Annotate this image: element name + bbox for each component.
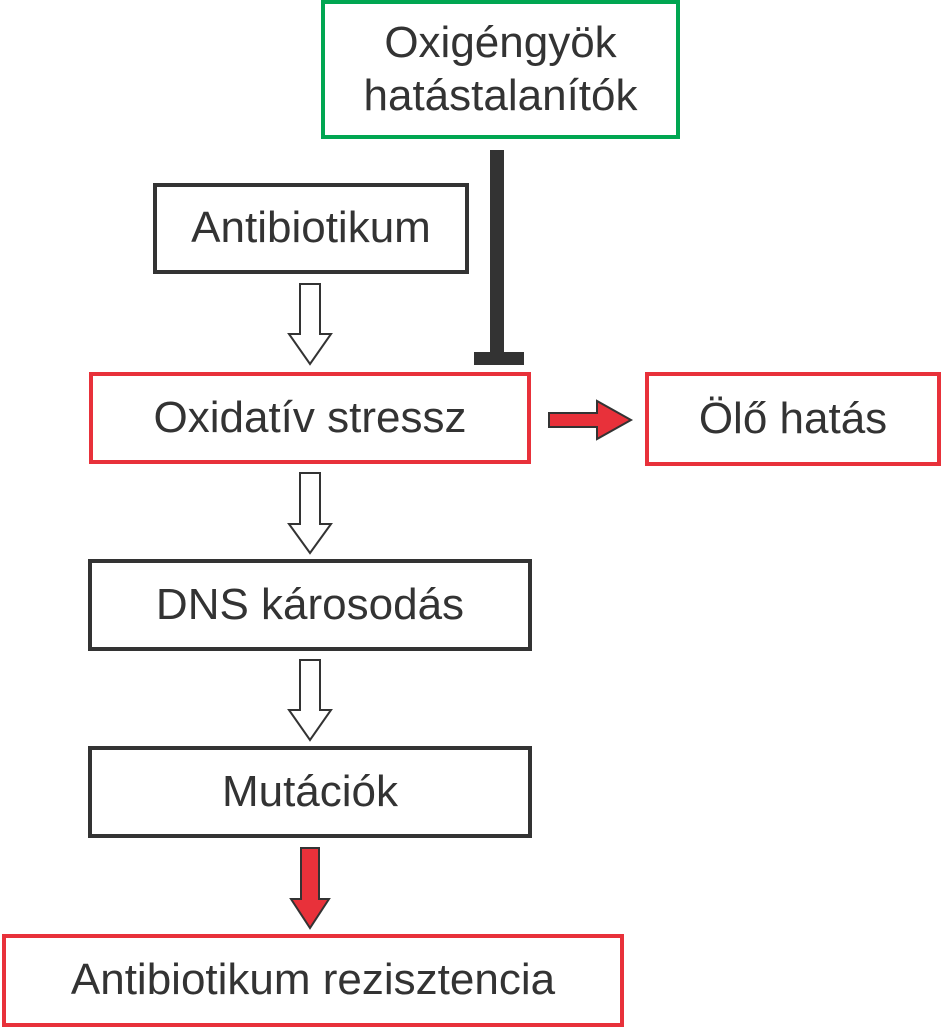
inhibition-stem (490, 150, 504, 356)
node-oxygen-radical-scavengers: Oxigéngyök hatástalanítók (321, 0, 680, 139)
node-oxidative-stress: Oxidatív stressz (89, 372, 531, 464)
arrow-antibiotic-to-stress (287, 283, 333, 366)
node-label: DNS károsodás (155, 579, 465, 629)
arrow-stress-to-dna (287, 472, 333, 555)
edge-inhibition-scavengers-to-stress (474, 150, 524, 365)
node-antibiotic-resistance: Antibiotikum rezisztencia (2, 934, 624, 1027)
node-label: Mutációk (221, 766, 399, 816)
node-label: Antibiotikum rezisztencia (70, 955, 556, 1005)
node-mutations: Mutációk (88, 746, 532, 838)
node-dna-damage: DNS károsodás (88, 559, 532, 651)
arrow-stress-to-killing (548, 399, 634, 441)
arrow-mutations-to-resistance (289, 847, 331, 930)
node-killing-effect: Ölő hatás (645, 372, 941, 466)
arrow-dna-to-mutations (287, 659, 333, 742)
inhibition-bar (474, 352, 524, 365)
node-label: Ölő hatás (698, 393, 888, 443)
node-label: Antibiotikum (191, 203, 431, 253)
node-antibiotic: Antibiotikum (153, 183, 469, 274)
node-label: Oxigéngyök hatástalanítók (363, 17, 638, 120)
node-label: Oxidatív stressz (153, 392, 467, 442)
